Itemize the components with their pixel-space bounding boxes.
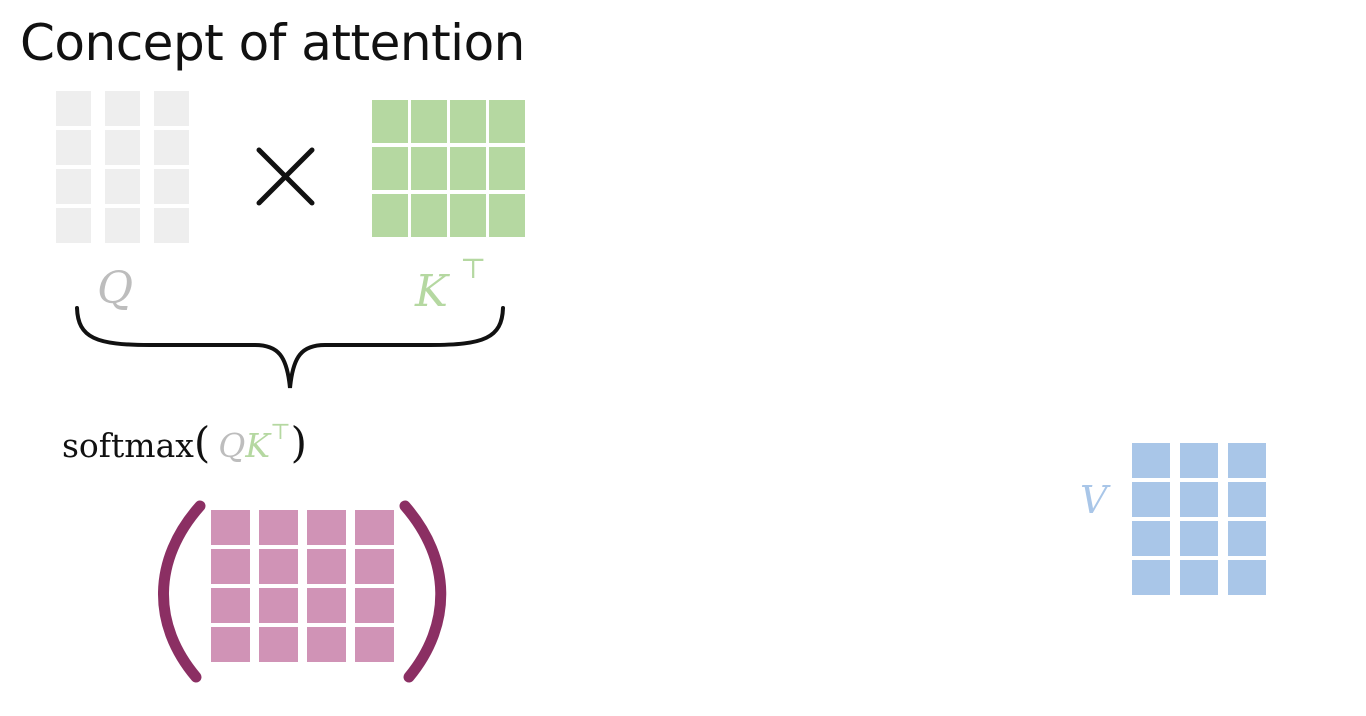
value-matrix: [1132, 443, 1266, 595]
key-transpose-label: K: [415, 266, 448, 317]
matrix-cell: [1180, 482, 1218, 517]
formula-q: Q: [218, 426, 246, 465]
matrix-cell: [259, 627, 298, 662]
formula-open-paren: (: [193, 418, 211, 467]
matrix-cell: [1228, 443, 1266, 478]
matrix-cell: [450, 147, 486, 190]
matrix-cell: [259, 549, 298, 584]
key-transpose-matrix: [372, 100, 525, 237]
matrix-cell: [1132, 482, 1170, 517]
multiply-icon: [256, 147, 315, 206]
key-transpose-superscript: ⊤: [460, 252, 487, 285]
matrix-cell: [1132, 521, 1170, 556]
matrix-cell: [411, 100, 447, 143]
matrix-cell: [56, 91, 91, 126]
matrix-cell: [211, 510, 250, 545]
matrix-cell: [372, 194, 408, 237]
formula-function: softmax: [62, 426, 194, 465]
query-label: Q: [97, 263, 134, 314]
matrix-cell: [307, 588, 346, 623]
softmax-formula: softmax(QK⊤): [62, 418, 307, 467]
matrix-cell: [211, 588, 250, 623]
matrix-cell: [307, 627, 346, 662]
matrix-cell: [105, 130, 140, 165]
query-matrix: [56, 91, 189, 243]
formula-k: K: [245, 426, 270, 465]
matrix-cell: [450, 194, 486, 237]
matrix-cell: [56, 130, 91, 165]
matrix-cell: [56, 208, 91, 243]
matrix-cell: [154, 91, 189, 126]
value-label: V: [1080, 478, 1108, 522]
matrix-cell: [372, 100, 408, 143]
matrix-cell: [1180, 560, 1218, 595]
matrix-cell: [105, 91, 140, 126]
matrix-cell: [1180, 443, 1218, 478]
matrix-cell: [56, 169, 91, 204]
matrix-cell: [1228, 482, 1266, 517]
matrix-cell: [1132, 560, 1170, 595]
formula-close-paren: ): [290, 418, 308, 467]
matrix-cell: [1132, 443, 1170, 478]
matrix-cell: [355, 549, 394, 584]
matrix-cell: [1228, 521, 1266, 556]
matrix-cell: [355, 510, 394, 545]
matrix-cell: [355, 588, 394, 623]
matrix-cell: [211, 627, 250, 662]
matrix-cell: [489, 194, 525, 237]
softmax-result-matrix: [211, 510, 394, 662]
matrix-cell: [1228, 560, 1266, 595]
formula-sup: ⊤: [269, 420, 291, 445]
matrix-cell: [355, 627, 394, 662]
right-paren-icon: [399, 500, 447, 683]
matrix-cell: [154, 130, 189, 165]
matrix-cell: [450, 100, 486, 143]
matrix-cell: [211, 549, 250, 584]
matrix-cell: [105, 169, 140, 204]
matrix-cell: [411, 147, 447, 190]
matrix-cell: [307, 510, 346, 545]
matrix-cell: [154, 169, 189, 204]
matrix-cell: [489, 147, 525, 190]
matrix-cell: [154, 208, 189, 243]
matrix-cell: [105, 208, 140, 243]
matrix-cell: [1180, 521, 1218, 556]
curly-brace-icon: [75, 306, 505, 389]
matrix-cell: [259, 510, 298, 545]
matrix-cell: [489, 100, 525, 143]
slide-title: Concept of attention: [20, 14, 525, 72]
matrix-cell: [372, 147, 408, 190]
matrix-cell: [259, 588, 298, 623]
matrix-cell: [411, 194, 447, 237]
matrix-cell: [307, 549, 346, 584]
left-paren-icon: [158, 500, 206, 683]
